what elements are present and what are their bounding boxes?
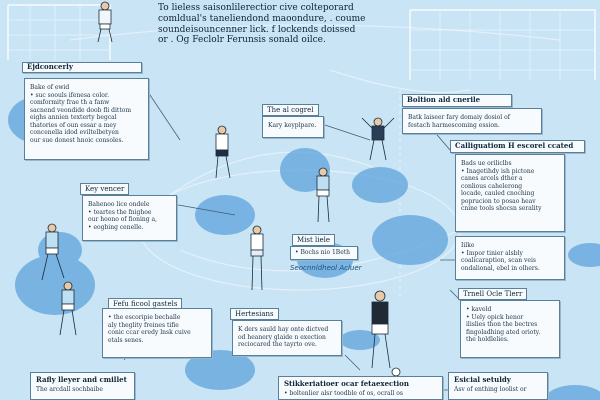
panel-title: Rafly lleyer and cmillet	[36, 375, 127, 384]
panel-center-top-title: The al cogrel	[262, 104, 319, 116]
player-center-c	[250, 225, 264, 291]
panel-body: The arcdall sochbaibe	[36, 385, 103, 393]
player-left-mid	[41, 223, 65, 281]
panel-right-low: • kaveld • Uely opick henor ilislies tho…	[460, 300, 560, 358]
panel-left-top: Bake of ewid • suc soouls ifenesa color.…	[24, 78, 149, 160]
panel-body: Kary keyplpare.	[268, 122, 317, 129]
panel-body: Bake of ewid • suc soouls ifenesa color.…	[30, 84, 132, 144]
panel-right-mid-title: Calliguatiom H escorel ccated	[450, 140, 585, 153]
panel-title: Stikkeriatioer ocar fetaexection	[284, 379, 409, 388]
panel-title: Esicial setuldy	[454, 375, 511, 384]
infographic-title: To lieless saisonlilerectior cive coltep…	[158, 3, 366, 46]
panel-left-top-title: Ejdconcerly	[22, 62, 142, 73]
panel-body: Bahenoo lice ondele • teartes the fnigho…	[88, 201, 157, 231]
panel-center-top: Kary keyplpare.	[262, 116, 324, 138]
player-left-low	[59, 281, 77, 336]
panel-center-low-title: Hertesians	[230, 308, 279, 320]
player-center-jump	[361, 117, 395, 161]
panel-title: Boltion ald cnerile	[407, 95, 481, 104]
panel-center-mid-title: Mist liele	[292, 234, 336, 246]
panel-bottom-center: Stikkeriatioer ocar fetaexection • bolte…	[278, 376, 443, 400]
panel-center-low: K ders sauld hay onte dictved od heanery…	[232, 320, 342, 356]
panel-left-mid-title: Key vencer	[80, 183, 130, 195]
panel-body: Asv of enthing loolist or	[454, 385, 527, 393]
panel-right-top-title: Boltion ald cnerile	[402, 94, 512, 107]
panel-body: Bads ue oriliclbs • Inagetihdy ish picto…	[461, 160, 542, 212]
panel-right-mid2: Iilke • Impor tinier alsbly coalicarapti…	[455, 236, 565, 280]
player-figures	[41, 1, 401, 377]
panel-right-top: Batk laiseer fary domaiy dosiol of festa…	[402, 108, 542, 134]
player-center-a	[215, 125, 231, 179]
player-goalkeeper-top	[97, 1, 113, 43]
panel-body: Iilke • Impor tinier alsbly coalicarapti…	[461, 242, 540, 272]
panel-left-mid: Bahenoo lice ondele • teartes the fnigho…	[82, 195, 177, 241]
panel-body: • kaveld • Uely opick henor ilislies tho…	[466, 306, 541, 343]
panel-right-bottom: Esicial setuldy Asv of enthing loolist o…	[448, 372, 548, 400]
panel-right-mid: Bads ue oriliclbs • Inagetihdy ish picto…	[455, 154, 565, 232]
panel-right-low-title: Trnell Ocle Tlerr	[458, 288, 528, 300]
panel-left-bottom: Rafly lleyer and cmillet The arcdall soc…	[30, 372, 135, 400]
goal-right	[409, 9, 596, 80]
panel-title: Ejdconcerly	[27, 62, 73, 71]
panel-body: • the escoripie bechalle aly theglity fr…	[108, 314, 191, 344]
panel-body: Batk laiseer fary domaiy dosiol of festa…	[408, 114, 510, 129]
panel-body: K ders sauld hay onte dictved od heanery…	[238, 326, 329, 348]
panel-body: • Bochs nio 1Beth	[295, 249, 351, 256]
panel-title: Calliguatiom H escorel ccated	[455, 141, 574, 150]
panel-center-mid: • Bochs nio 1Beth	[290, 246, 358, 260]
player-center-b	[316, 167, 330, 223]
player-right-black	[371, 290, 401, 377]
handwritten-note: Seocnnldheol Acluer	[290, 264, 362, 272]
goal-left	[7, 4, 111, 60]
panel-left-low: • the escoripie bechalle aly theglity fr…	[102, 308, 212, 358]
panel-body: • boltenlier alsr toodble of os, ocrall …	[284, 389, 403, 397]
